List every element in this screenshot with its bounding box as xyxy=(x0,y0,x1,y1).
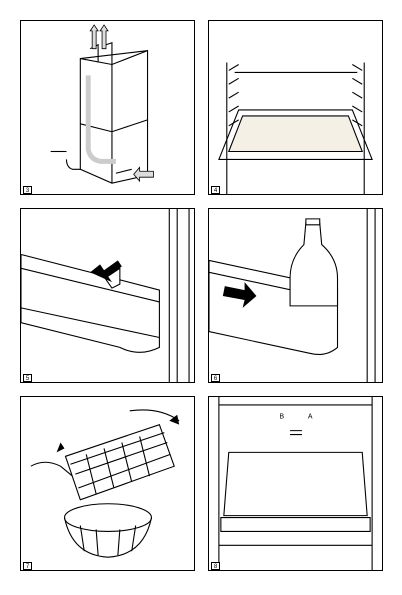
figure-7-panel: 7 xyxy=(20,396,195,571)
figure-number-badge: 7 xyxy=(23,562,32,570)
figure-5-panel: 5 xyxy=(20,208,195,383)
figure-number: 6 xyxy=(213,376,218,382)
figure-number: 7 xyxy=(25,564,30,570)
figure-number-badge: 4 xyxy=(211,186,220,194)
figure-number: 3 xyxy=(25,188,30,194)
figure-number-badge: 5 xyxy=(23,374,32,382)
glass-shelf-supports-icon xyxy=(218,62,373,194)
figure-number-badge: 6 xyxy=(211,374,220,382)
figure-number-badge: 3 xyxy=(23,186,32,194)
figure-3-panel: 3 xyxy=(20,20,195,195)
freezer-drawer-icon: B A xyxy=(218,397,373,570)
figure-4-panel: 4 xyxy=(208,20,383,195)
label-a: A xyxy=(308,414,313,421)
figure-number: 8 xyxy=(213,564,218,570)
door-shelf-removal-icon xyxy=(21,209,190,382)
ice-tray-bowl-icon xyxy=(30,409,180,558)
figure-number-badge: 8 xyxy=(211,562,220,570)
bottle-holder-door-icon xyxy=(209,209,376,382)
figure-6-panel: 6 xyxy=(208,208,383,383)
figure-8-panel: B A 8 xyxy=(208,396,383,571)
label-b: B xyxy=(280,414,285,421)
figure-number: 4 xyxy=(213,188,218,194)
fridge-ventilation-icon xyxy=(50,24,154,184)
figure-number: 5 xyxy=(25,376,30,382)
